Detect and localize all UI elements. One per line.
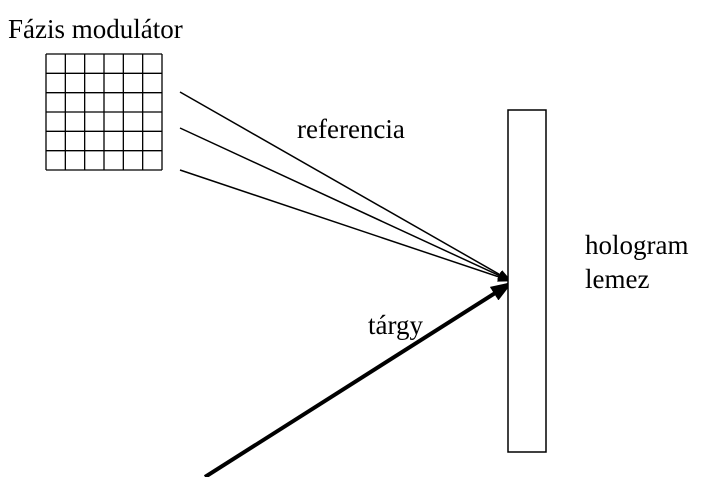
hologram-plate (507, 109, 547, 453)
reference-beam-middle (179, 127, 512, 282)
reference-beam-label: referencia (297, 114, 405, 144)
object-beam-label: tárgy (368, 310, 423, 340)
hologram-plate-label-line1: hologram (585, 230, 689, 260)
phase-modulator-grid (45, 53, 163, 171)
phase-modulator-label: Fázis modulátor (8, 14, 183, 44)
reference-beam-top (179, 91, 512, 282)
hologram-plate-label-line2: lemez (585, 264, 650, 294)
reference-beam-bottom (179, 169, 512, 282)
object-beam (203, 281, 513, 477)
